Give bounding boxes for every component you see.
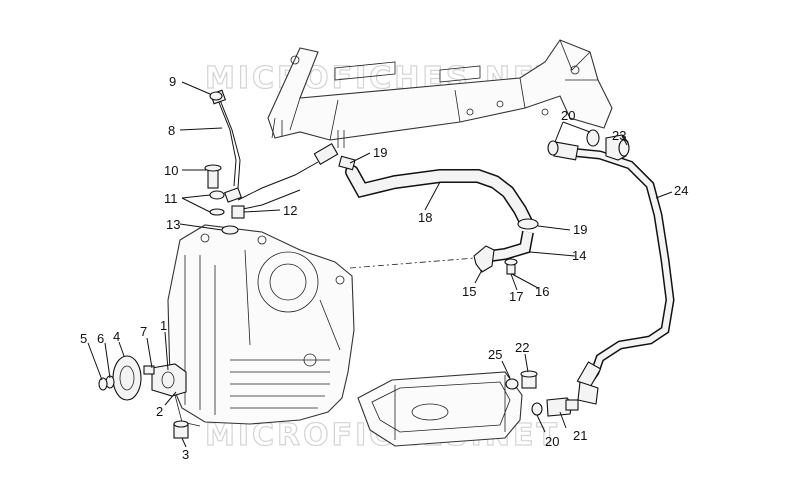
callout-3: 3 xyxy=(182,447,189,462)
banjo-fitting xyxy=(204,164,245,235)
callout-18: 18 xyxy=(418,210,432,225)
callout-9: 9 xyxy=(169,74,176,89)
callout-25: 25 xyxy=(488,347,502,362)
callout-1: 1 xyxy=(160,318,167,333)
leader-lines xyxy=(87,81,673,448)
breather-hose xyxy=(209,89,339,211)
callout-4: 4 xyxy=(113,329,120,344)
return-hose xyxy=(338,155,539,230)
braided-hose xyxy=(553,141,675,405)
sump-fittings xyxy=(505,370,579,417)
callout-21: 21 xyxy=(573,428,587,443)
callout-24: 24 xyxy=(674,183,688,198)
callout-2: 2 xyxy=(156,404,163,419)
callout-13: 13 xyxy=(166,217,180,232)
gearbox-housing xyxy=(167,224,355,427)
callout-16: 16 xyxy=(535,284,549,299)
callout-19-top: 19 xyxy=(373,145,387,160)
callout-8: 8 xyxy=(168,123,175,138)
top-union-fittings xyxy=(547,129,630,161)
pump-sprocket xyxy=(98,355,189,439)
center-line xyxy=(349,257,476,269)
callout-10: 10 xyxy=(164,163,178,178)
frame-assembly xyxy=(267,39,613,148)
callout-7: 7 xyxy=(140,324,147,339)
oil-sump xyxy=(357,371,523,447)
callout-19-lower: 19 xyxy=(573,222,587,237)
oil-pipe xyxy=(473,230,534,275)
callout-labels: 9 8 10 11 13 12 19 18 19 14 15 17 16 20 … xyxy=(80,74,688,462)
callout-22: 22 xyxy=(515,340,529,355)
callout-14: 14 xyxy=(572,248,586,263)
callout-17: 17 xyxy=(509,289,523,304)
callout-12: 12 xyxy=(283,203,297,218)
callout-5: 5 xyxy=(80,331,87,346)
callout-23: 23 xyxy=(612,128,626,143)
callout-15: 15 xyxy=(462,284,476,299)
callout-11: 11 xyxy=(164,191,178,206)
callout-20-top: 20 xyxy=(561,108,575,123)
callout-6: 6 xyxy=(97,331,104,346)
callout-20-bottom: 20 xyxy=(545,434,559,449)
